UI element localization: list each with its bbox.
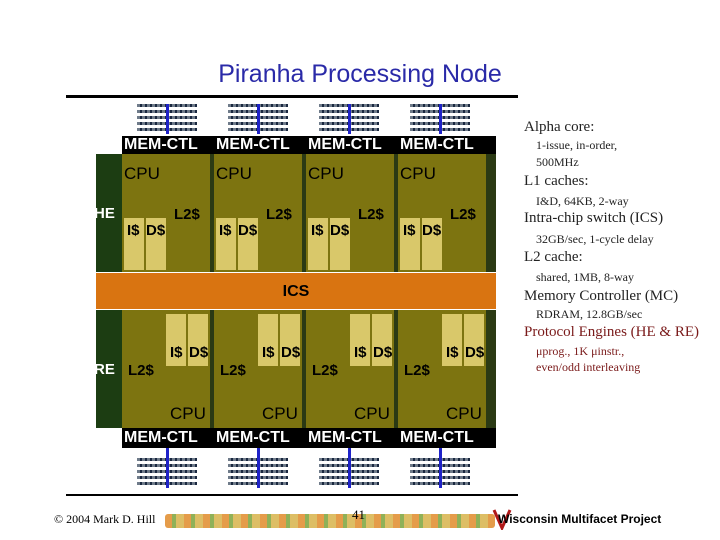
cpu-label: CPU (446, 404, 482, 423)
mem-ctl-label-6: MEM-CTL (216, 429, 290, 446)
note-alpha-core: Alpha core: (524, 119, 595, 135)
ics-label: ICS (282, 283, 310, 300)
mem-ctl-bar-bottom (122, 428, 496, 448)
mem-ctl-label-2: MEM-CTL (216, 136, 290, 153)
slide-title: Piranha Processing Node (218, 60, 502, 88)
note-l1-caches: L1 caches: (524, 173, 589, 189)
icache-label: I$ (446, 344, 459, 361)
icache-label: I$ (311, 222, 324, 239)
mem-ctl-label-8: MEM-CTL (400, 429, 474, 446)
dcache-label: D$ (189, 344, 209, 361)
l2-label: L2$ (358, 206, 384, 223)
mem-ctl-label-1: MEM-CTL (124, 136, 198, 153)
cpu-label: CPU (354, 404, 390, 423)
note-memory-controller: Memory Controller (MC) (524, 288, 679, 304)
wisconsin-logo-icon (492, 509, 512, 530)
icache-label: I$ (219, 222, 232, 239)
dcache-label: D$ (465, 344, 485, 361)
note-ics-detail: 32GB/sec, 1-cycle delay (536, 232, 654, 246)
dcache-label: D$ (422, 222, 442, 239)
cpu-label: CPU (262, 404, 298, 423)
l2-label: L2$ (174, 206, 200, 223)
l2-label: L2$ (312, 362, 338, 379)
l2-label: L2$ (220, 362, 246, 379)
cpu-label: CPU (170, 404, 206, 423)
l2-label: L2$ (404, 362, 430, 379)
note-l2-cache-detail: shared, 1MB, 8-way (536, 270, 634, 284)
cpu-label: CPU (400, 164, 436, 183)
title-underline (66, 95, 518, 98)
icache-label: I$ (403, 222, 416, 239)
note-memory-controller-detail: RDRAM, 12.8GB/sec (536, 307, 643, 321)
dcache-label: D$ (238, 222, 258, 239)
mem-ctl-label-3: MEM-CTL (308, 136, 382, 153)
dcache-label: D$ (146, 222, 166, 239)
mem-ctl-bar-top (122, 136, 496, 154)
icache-label: I$ (170, 344, 183, 361)
ics-switch (96, 273, 496, 309)
remote-engine (96, 310, 122, 428)
note-l2-cache: L2 cache: (524, 249, 583, 265)
note-alpha-core-detail: 1-issue, in-order, (536, 138, 618, 152)
note-protocol-engines: Protocol Engines (HE & RE) (524, 324, 699, 340)
dcache-label: D$ (373, 344, 393, 361)
l2-label: L2$ (266, 206, 292, 223)
cpu-label: CPU (124, 164, 160, 183)
project-name: Wisconsin Multifacet Project (498, 512, 662, 526)
dcache-label: D$ (281, 344, 301, 361)
mem-ctl-label-4: MEM-CTL (400, 136, 474, 153)
home-engine (96, 154, 122, 272)
note-protocol-engines-detail: μprog., 1K μinstr., (536, 344, 625, 358)
page-number: 41 (352, 507, 365, 522)
cpu-label: CPU (216, 164, 252, 183)
remote-engine-label: RE (94, 361, 115, 378)
home-engine-label: HE (94, 205, 115, 222)
icache-label: I$ (127, 222, 140, 239)
footer-decoration (165, 514, 495, 528)
cpu-label: CPU (308, 164, 344, 183)
copyright: © 2004 Mark D. Hill (54, 512, 156, 526)
note-alpha-core-detail-2: 500MHz (536, 155, 579, 169)
mem-ctl-label-5: MEM-CTL (124, 429, 198, 446)
l2-label: L2$ (128, 362, 154, 379)
note-protocol-engines-detail-2: even/odd interleaving (536, 360, 641, 374)
l2-label: L2$ (450, 206, 476, 223)
icache-label: I$ (262, 344, 275, 361)
icache-label: I$ (354, 344, 367, 361)
note-l1-caches-detail: I&D, 64KB, 2-way (536, 194, 629, 208)
dcache-label: D$ (330, 222, 350, 239)
note-ics: Intra-chip switch (ICS) (524, 210, 664, 226)
mem-ctl-label-7: MEM-CTL (308, 429, 382, 446)
